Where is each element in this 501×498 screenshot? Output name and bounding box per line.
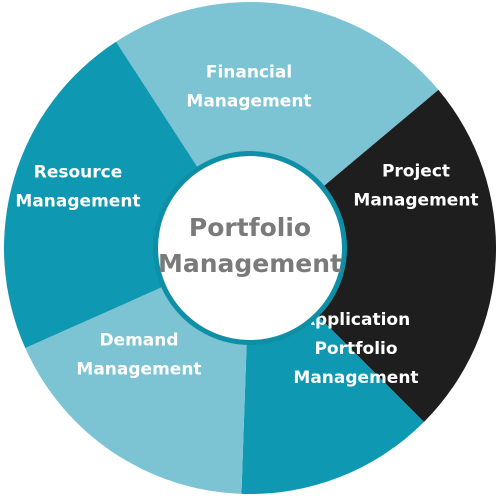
- segment-financial-label-line-2: Management: [186, 92, 311, 112]
- segment-labels: FinancialManagementProjectManagementAppl…: [15, 63, 478, 389]
- segment-project-management: [250, 89, 497, 422]
- segment-project-label-line-2: Management: [353, 191, 478, 211]
- segment-application-portfolio-label-line-1: Application: [302, 310, 410, 330]
- segment-application-portfolio-label-line-2: Portfolio: [314, 339, 397, 359]
- center-hub: Portfolio Management: [153, 151, 347, 345]
- segment-financial-label-line-1: Financial: [206, 63, 292, 83]
- center-hub-disc: [158, 156, 342, 340]
- segment-resource-label-line-2: Management: [15, 192, 140, 212]
- center-title-line-2: Management: [158, 249, 342, 278]
- segment-financial-management: [116, 1, 439, 248]
- segment-resource-label-line-1: Resource: [34, 163, 123, 183]
- center-title-line-1: Portfolio: [189, 213, 311, 242]
- segment-application-portfolio-label-line-3: Management: [293, 368, 418, 388]
- segment-project-label-line-1: Project: [382, 162, 450, 182]
- segment-demand-label-line-2: Management: [76, 360, 201, 380]
- segment-demand-label-line-1: Demand: [99, 331, 178, 351]
